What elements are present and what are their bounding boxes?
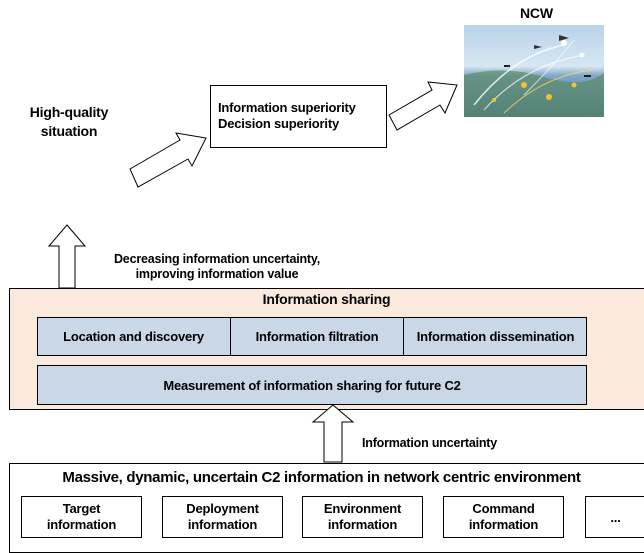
uncertainty-label: Information uncertainty bbox=[362, 436, 497, 450]
module-row bbox=[37, 317, 587, 356]
item-command-line1: Command bbox=[472, 501, 535, 516]
environment-title: Massive, dynamic, uncertain C2 informati… bbox=[62, 469, 581, 486]
item-more-label: ... bbox=[610, 509, 621, 525]
item-command-line2: information bbox=[468, 517, 539, 532]
arrow-up-uncertainty bbox=[311, 404, 355, 463]
value-label-line2: improving information value bbox=[135, 267, 299, 281]
ncw-battlefield-image bbox=[464, 25, 604, 117]
item-environment-information: Environment information bbox=[302, 496, 423, 538]
situation-label-line1: High-quality bbox=[29, 104, 109, 120]
superiority-box: Information superiority Decision superio… bbox=[210, 85, 387, 148]
item-environment-line1: Environment bbox=[323, 501, 402, 516]
item-environment-line2: information bbox=[327, 517, 398, 532]
item-deployment-line1: Deployment bbox=[186, 501, 259, 516]
superiority-line1: Information superiority bbox=[218, 100, 356, 115]
situation-label: High-quality situation bbox=[24, 103, 114, 141]
ncw-label: NCW bbox=[520, 5, 553, 21]
superiority-line2: Decision superiority bbox=[218, 116, 339, 131]
item-target-line1: Target bbox=[62, 501, 101, 516]
item-target-information: Target information bbox=[21, 496, 142, 538]
measurement-bar: Measurement of information sharing for f… bbox=[37, 365, 587, 405]
item-target-line2: information bbox=[46, 517, 117, 532]
information-sharing-title: Information sharing bbox=[262, 291, 391, 307]
item-deployment-line2: information bbox=[187, 517, 258, 532]
value-label-line1: Decreasing information uncertainty, bbox=[113, 252, 320, 266]
arrow-to-ncw bbox=[388, 81, 458, 131]
module-information-filtration: Information filtration bbox=[231, 317, 404, 356]
arrow-up-value bbox=[47, 224, 87, 289]
module-information-dissemination: Information dissemination bbox=[416, 329, 575, 344]
situation-label-line2: situation bbox=[40, 123, 98, 139]
arrow-to-superiority bbox=[129, 132, 207, 188]
item-more: ... bbox=[585, 496, 644, 538]
value-label: Decreasing information uncertainty, impr… bbox=[92, 252, 342, 282]
item-deployment-information: Deployment information bbox=[162, 496, 283, 538]
module-location-discovery: Location and discovery bbox=[37, 317, 231, 356]
item-command-information: Command information bbox=[443, 496, 564, 538]
